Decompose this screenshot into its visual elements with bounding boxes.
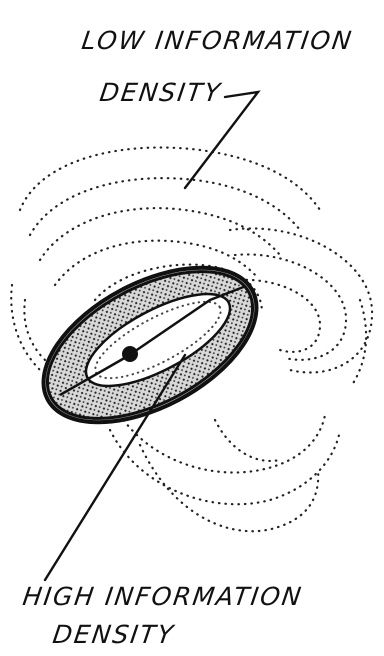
low-density-label-line2: DENSITY — [98, 78, 224, 107]
field-line — [30, 178, 300, 235]
field-line — [11, 285, 40, 370]
high-density-label-line2: DENSITY — [51, 620, 177, 649]
field-line — [120, 415, 325, 473]
field-line — [140, 445, 318, 531]
field-line — [352, 300, 366, 385]
field-line — [110, 430, 340, 504]
field-line — [20, 148, 320, 211]
torus-ring — [18, 236, 281, 454]
low-density-label-line1: LOW INFORMATION — [80, 26, 355, 55]
field-line — [24, 300, 45, 360]
high-density-label-line1: HIGH INFORMATION — [21, 582, 305, 611]
field-line — [215, 420, 280, 461]
field-line — [40, 208, 280, 260]
